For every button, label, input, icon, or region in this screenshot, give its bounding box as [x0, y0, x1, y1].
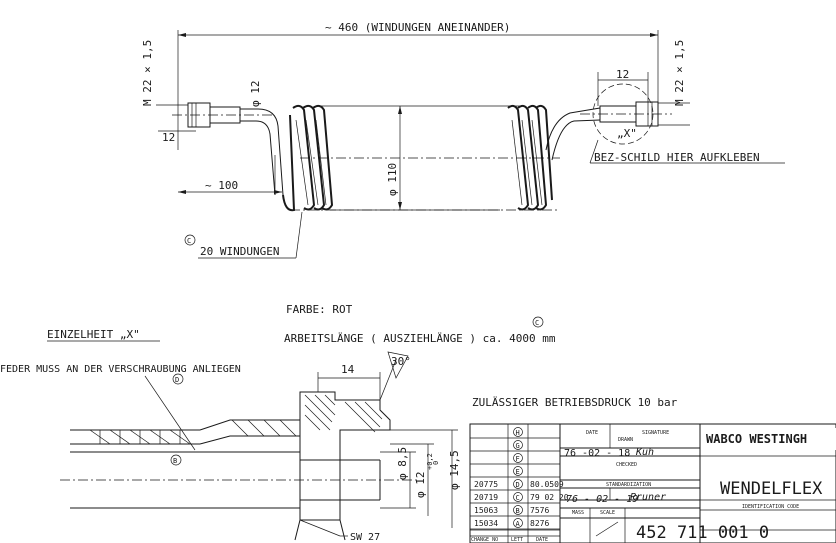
- revision-letter: G: [516, 442, 520, 450]
- windings-label: 20 WINDUNGEN: [200, 245, 279, 258]
- part-number: 452 711 001 0: [636, 523, 769, 543]
- col-date: DATE: [536, 537, 548, 543]
- spring-note: FEDER MUSS AN DER VERSCHRAUBUNG ANLIEGEN: [0, 364, 241, 375]
- coil-side-view: ~ 460 (WINDUNGEN ANEINANDER) M 22 × 1,5 …: [141, 21, 785, 259]
- revision-letter: F: [516, 455, 520, 463]
- revision-change-no: 20775: [474, 480, 498, 489]
- general-notes: FARBE: ROT ARBEITSLÄNGE ( AUSZIEHLÄNGE )…: [0, 303, 678, 451]
- revision-letter: E: [516, 468, 520, 476]
- rev-d-mark: D: [175, 376, 179, 384]
- revision-letter-circle: [513, 505, 523, 515]
- detail-title: EINZELHEIT „X": [47, 328, 140, 341]
- dim-12-right-label: 12: [616, 68, 629, 81]
- dia-12-left-label: φ 12: [249, 81, 262, 108]
- dia-145-label: φ 14,5: [448, 450, 461, 490]
- revision-letter-circle: [513, 440, 523, 450]
- detail-x-section: B 14 30° φ 8,5 φ 12 +0,2 0 φ 14,5: [60, 351, 461, 543]
- revision-date: 79 02 20: [530, 493, 569, 502]
- revision-letter: D: [516, 481, 520, 489]
- tol-plus-label: +0,2: [426, 453, 434, 470]
- revision-letter-circle: [513, 518, 523, 528]
- col-lett: LETT: [511, 537, 523, 543]
- std-signature: Pruner: [630, 492, 666, 503]
- revision-date: 8276: [530, 519, 549, 528]
- drawn-date: 76 -02 - 18: [564, 448, 630, 459]
- label-instruction: BEZ-SCHILD HIER AUFKLEBEN: [594, 151, 760, 164]
- revision-change-no: 15063: [474, 506, 498, 515]
- revision-change-no: 20719: [474, 493, 498, 502]
- thread-left-label: M 22 × 1,5: [141, 40, 154, 106]
- dim-14-label: 14: [341, 363, 355, 376]
- col-change-no: CHANGE NO: [471, 537, 498, 543]
- id-label: IDENTIFICATION CODE: [742, 504, 799, 510]
- std-date: 76 - 02 - 19: [566, 494, 638, 505]
- revision-letter-circle: [513, 492, 523, 502]
- dim-12-left-label: 12: [162, 131, 175, 144]
- revision-letter-circle: [513, 453, 523, 463]
- pressure-note: ZULÄSSIGER BETRIEBSDRUCK 10 bar: [472, 396, 678, 409]
- revision-letter-circle: [513, 479, 523, 489]
- rev-c-mark-notes: C: [535, 319, 539, 327]
- angle-label: 30°: [391, 355, 411, 368]
- revision-date: 7576: [530, 506, 549, 515]
- revision-letter: C: [516, 494, 520, 502]
- dia-110-label: φ 110: [386, 163, 399, 196]
- revision-date: 80.0509: [530, 480, 564, 489]
- drawn-signature: Kuh: [635, 447, 654, 458]
- revision-letter-circle: [513, 466, 523, 476]
- revision-letter-circle: [513, 427, 523, 437]
- hdr-mass: MASS: [572, 510, 584, 516]
- working-length-note: ARBEITSLÄNGE ( AUSZIEHLÄNGE ) ca. 4000 m…: [284, 332, 556, 345]
- hdr-drawn: DRAWN: [618, 437, 633, 443]
- hdr-checked: CHECKED: [616, 462, 637, 468]
- color-note: FARBE: ROT: [286, 303, 353, 316]
- tol-zero-label: 0: [432, 461, 440, 465]
- hdr-scale: SCALE: [600, 510, 615, 516]
- product-name: WENDELFLEX: [720, 479, 823, 499]
- hdr-date: DATE: [586, 430, 598, 436]
- hdr-signature: SIGNATURE: [642, 430, 669, 436]
- dia-12-tol-label: φ 12: [414, 472, 427, 499]
- revision-letter: H: [516, 429, 520, 437]
- sw-label: SW 27: [350, 532, 380, 543]
- revision-letter: A: [516, 520, 521, 528]
- dia-85-label: φ 8,5: [396, 447, 409, 480]
- company-logo: WABCO WESTINGH: [706, 432, 807, 446]
- revision-letter: B: [516, 507, 520, 515]
- dim-100-label: ~ 100: [205, 179, 238, 192]
- detail-x-mark: „X": [617, 127, 637, 140]
- rev-c-mark-top: C: [187, 237, 191, 245]
- overall-length-label: ~ 460 (WINDUNGEN ANEINANDER): [325, 21, 510, 34]
- rev-b-mark: B: [173, 457, 177, 465]
- hdr-standardization: STANDARDIZATION: [606, 482, 651, 488]
- revision-change-no: 15034: [474, 519, 498, 528]
- thread-right-label: M 22 × 1,5: [673, 40, 686, 106]
